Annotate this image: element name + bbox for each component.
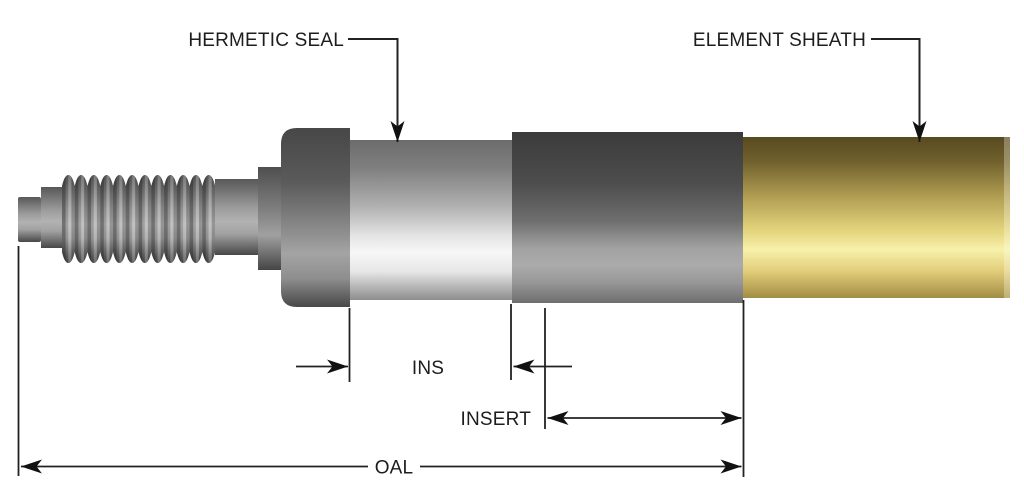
- hermetic-seal-body: [350, 140, 512, 300]
- sheath-end-highlight: [1004, 137, 1010, 298]
- insert-housing-body: [512, 132, 743, 303]
- tip-step: [41, 187, 62, 248]
- callouts: [348, 38, 927, 142]
- element-sheath-label: ELEMENT SHEATH: [693, 30, 866, 51]
- hermetic-seal-label: HERMETIC SEAL: [188, 30, 344, 51]
- insert-label: INSERT: [460, 409, 531, 430]
- extension-lines: [17, 246, 745, 477]
- ins-label: INS: [412, 358, 444, 379]
- neck: [215, 179, 258, 255]
- hermetic-seal-leader-line: [348, 38, 405, 142]
- threaded-stud-ridges: [61, 175, 216, 263]
- element-sheath-body: [743, 137, 1010, 298]
- device-illustration: [18, 128, 1010, 307]
- collar: [281, 128, 350, 307]
- oal-label: OAL: [375, 458, 414, 479]
- element-sheath-leader-line: [871, 38, 927, 142]
- step-ring: [258, 167, 281, 270]
- tip-stub: [18, 197, 41, 242]
